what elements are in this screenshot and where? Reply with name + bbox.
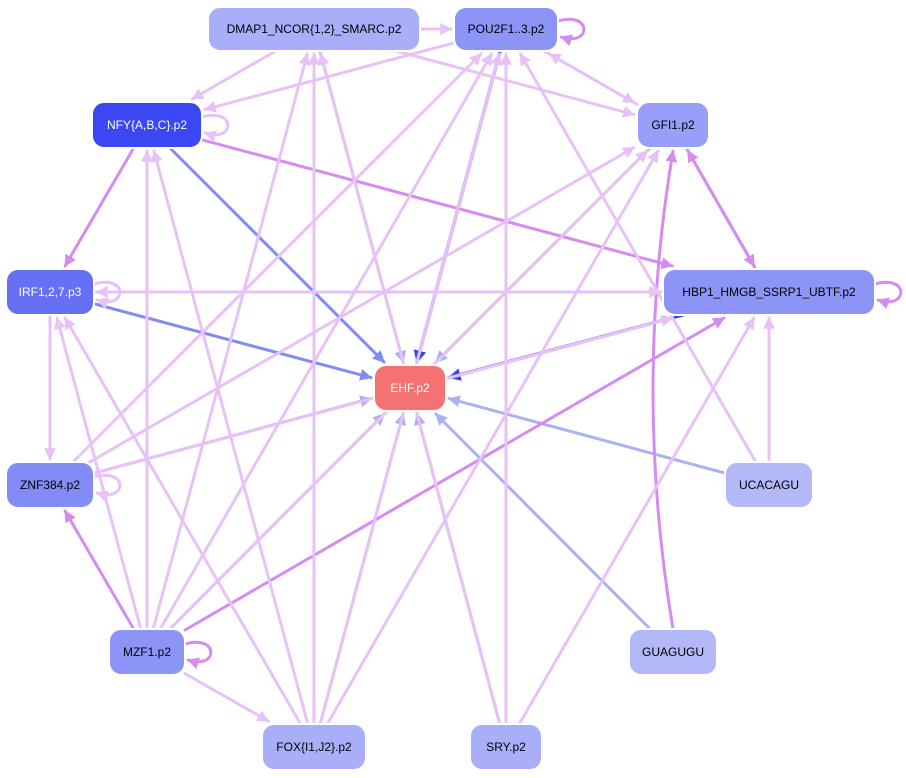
edge-mzf1-to-znf384 [63,509,136,631]
node-box [5,268,95,316]
edge-fox-to-nfy [150,149,310,726]
node-label: GFI1.p2 [651,118,695,132]
node-box [207,6,421,52]
edge-mzf1-to-fox [183,672,270,723]
node-pou2f1[interactable]: POU2F1..3.p2 [453,6,559,52]
node-box [469,723,543,771]
node-box [373,364,447,412]
node-irf[interactable]: IRF1,2,7.p3 [5,268,95,316]
edge-znf384-to-gfi1 [88,146,636,464]
edge-ucacagu-to-pou2f1 [518,52,758,464]
edge-mzf1-to-hbp1 [183,316,726,632]
edge-hbp1-to-gfi1 [686,149,758,271]
node-box [453,6,559,52]
edge-pou2f1-to-nfy [203,41,456,113]
node-ehf[interactable]: EHF.p2 [373,364,447,412]
edge-dmap1-to-nfy [190,49,278,101]
self-loop-pou2f1 [556,17,586,47]
node-label: HBP1_HMGB_SSRP1_UBTF.p2 [682,285,856,299]
self-loop-mzf1 [183,640,213,670]
node-fox[interactable]: FOX{I1,J2}.p2 [261,723,367,771]
node-label: ZNF384.p2 [20,478,80,492]
edge-fox-to-gfi1 [325,149,660,726]
self-loop-hbp1 [873,280,903,310]
edge-nfy-to-ehf [168,146,386,364]
node-box [636,101,710,149]
node-nfy[interactable]: NFY{A,B,C}.p2 [91,101,203,149]
node-box [628,628,718,676]
node-label: NFY{A,B,C}.p2 [107,118,187,132]
edge-guagugu-to-ehf [434,412,652,631]
node-label: SRY.p2 [486,740,526,754]
node-label: GUAGUGU [642,645,704,659]
node-label: IRF1,2,7.p3 [19,285,82,299]
edge-sry-to-hbp1 [517,316,756,726]
node-ucacagu[interactable]: UCACAGU [724,461,814,509]
edge-mzf1-to-irf [54,316,143,631]
node-label: DMAP1_NCOR{1,2}_SMARC.p2 [227,22,402,36]
node-label: MZF1.p2 [123,645,171,659]
node-label: FOX{I1,J2}.p2 [276,740,352,754]
self-loop-nfy [200,113,230,143]
node-box [662,268,876,316]
edge-znf384-to-pou2f1 [71,52,483,464]
edge-mzf1-to-pou2f1 [158,52,494,631]
edge-nfy-to-irf [63,146,136,268]
edge-guagugu-to-gfi1 [651,149,678,631]
node-sry[interactable]: SRY.p2 [469,723,543,771]
edge-nfy-to-hbp1 [200,138,674,269]
node-box [91,101,203,149]
node-guagugu[interactable]: GUAGUGU [628,628,718,676]
node-znf384[interactable]: ZNF384.p2 [5,461,95,509]
node-mzf1[interactable]: MZF1.p2 [108,628,186,676]
node-box [108,628,186,676]
node-dmap1[interactable]: DMAP1_NCOR{1,2}_SMARC.p2 [207,6,421,52]
edge-mzf1-to-dmap1 [151,52,311,631]
edge-fox-to-irf [63,316,303,726]
node-box [724,461,814,509]
self-loop-znf384 [92,473,122,503]
node-label: UCACAGU [739,478,799,492]
node-box [5,461,95,509]
self-loop-irf [92,280,122,310]
edge-dmap1-to-gfi1 [394,49,636,118]
node-gfi1[interactable]: GFI1.p2 [636,101,710,149]
node-layer: DMAP1_NCOR{1,2}_SMARC.p2 POU2F1..3.p2NFY{… [5,6,876,771]
node-box [261,723,367,771]
edge-irf-to-ehf [92,302,373,381]
node-hbp1[interactable]: HBP1_HMGB_SSRP1_UBTF.p2 [662,268,876,316]
node-label: EHF.p2 [390,381,430,395]
edge-ucacagu-to-ehf [447,395,727,475]
edge-gfi1-to-pou2f1 [547,52,639,106]
node-label: POU2F1..3.p2 [468,22,545,36]
